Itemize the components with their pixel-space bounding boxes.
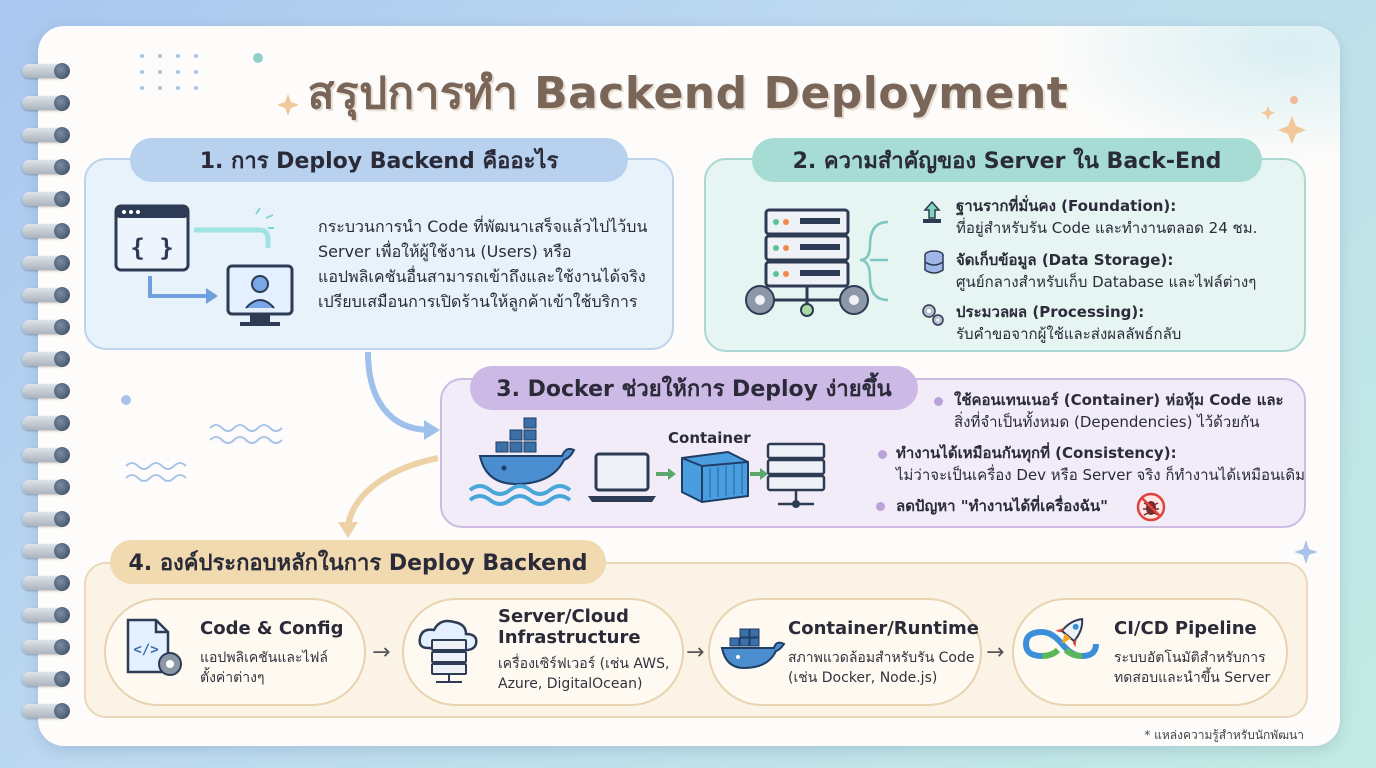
component-desc-line: Azure, DigitalOcean) xyxy=(498,676,643,692)
code-to-screen-illustration: { } xyxy=(114,204,294,326)
section-1-heading: 1. การ Deploy Backend คืออะไร xyxy=(130,138,628,182)
laptop-icon xyxy=(588,452,656,502)
section-4-heading: 4. องค์ประกอบหลักในการ Deploy Backend xyxy=(110,540,606,584)
description-line: กระบวนการนำ Code ที่พัฒนาเสร็จแล้วไปไว้บ… xyxy=(318,217,648,236)
component-desc-line: ทดสอบและนำขึ้น Server xyxy=(1114,670,1271,686)
server-item-title: ฐานรากที่มั่นคง (Foundation): xyxy=(956,197,1177,215)
container-label: Container xyxy=(668,429,751,447)
component-desc-line: (เช่น Docker, Node.js) xyxy=(788,670,938,686)
rocket-pipeline-icon xyxy=(1022,618,1099,660)
database-icon xyxy=(924,250,944,274)
component-desc: แอปพลิเคชันและไฟล์ ตั้งค่าต่างๆ xyxy=(200,648,328,688)
docker-bullet-desc: สิ่งที่จำเป็นทั้งหมด (Dependencies) ไว้ด… xyxy=(954,413,1260,431)
component-desc-line: สภาพแวดล้อมสำหรับรัน Code xyxy=(788,650,975,666)
flow-arrow-icon: → xyxy=(986,640,1005,665)
cloud-server-icon xyxy=(418,619,478,683)
server-item-title: จัดเก็บข้อมูล (Data Storage): xyxy=(956,251,1174,269)
docker-bullet-title: ลดปัญหา "ทำงานได้ที่เครื่องฉัน" xyxy=(896,497,1108,515)
docker-bullet-desc: ไม่ว่าจะเป็นเครื่อง Dev หรือ Server จริง… xyxy=(896,466,1305,484)
server-rack-icon xyxy=(745,208,889,317)
server-item-desc: ศูนย์กลางสำหรับเก็บ Database และไฟล์ต่าง… xyxy=(956,273,1257,291)
bullet-dot xyxy=(934,397,943,406)
component-title: Code & Config xyxy=(200,618,344,639)
docker-whale-icon xyxy=(468,417,576,506)
bullet-dot xyxy=(878,450,887,459)
code-file-icon: </> xyxy=(126,618,182,676)
component-desc-line: ตั้งค่าต่างๆ xyxy=(200,670,265,686)
component-title: Server/Cloud Infrastructure xyxy=(498,606,641,648)
footnote: * แหล่งความรู้สำหรับนักพัฒนา xyxy=(1144,728,1304,742)
component-title-line: Server/Cloud xyxy=(498,606,629,627)
server-icon xyxy=(766,442,826,506)
gears-icon xyxy=(922,304,944,326)
foundation-icon xyxy=(923,200,941,223)
docker-bullet-title: ทำงานได้เหมือนกันทุกที่ (Consistency): xyxy=(896,444,1177,462)
docker-bullet-title: ใช้คอนเทนเนอร์ (Container) ห่อหุ้ม Code … xyxy=(954,391,1284,409)
server-item-title: ประมวลผล (Processing): xyxy=(956,303,1145,321)
component-title-line: Infrastructure xyxy=(498,627,641,648)
component-desc: เครื่องเซิร์ฟเวอร์ (เช่น AWS, Azure, Dig… xyxy=(498,654,669,694)
page-title: สรุปการทำ Backend Deployment xyxy=(307,68,1069,119)
docker-whale-icon xyxy=(720,628,786,670)
docker-flow-illustration xyxy=(468,417,826,508)
component-desc-line: เครื่องเซิร์ฟเวอร์ (เช่น AWS, xyxy=(498,656,670,672)
component-desc-line: แอปพลิเคชันและไฟล์ xyxy=(200,650,329,666)
container-box-icon xyxy=(681,450,749,504)
no-bug-icon xyxy=(1136,492,1166,522)
description-line: Server เพื่อให้ผู้ใช้งาน (Users) หรือ xyxy=(318,242,572,261)
component-desc: ระบบอัตโนมัติสำหรับการ ทดสอบและนำขึ้น Se… xyxy=(1114,648,1270,688)
component-desc-line: ระบบอัตโนมัติสำหรับการ xyxy=(1114,650,1266,666)
code-braces-icon: { } xyxy=(130,234,173,262)
component-title: CI/CD Pipeline xyxy=(1114,618,1257,639)
flow-arrow-icon: → xyxy=(686,640,705,665)
section-3-heading: 3. Docker ช่วยให้การ Deploy ง่ายขึ้น xyxy=(470,366,918,410)
section-1-description: กระบวนการนำ Code ที่พัฒนาเสร็จแล้วไปไว้บ… xyxy=(318,214,647,314)
component-title: Container/Runtime xyxy=(788,618,980,639)
server-item-desc: รับคำขอจากผู้ใช้และส่งผลลัพธ์กลับ xyxy=(956,325,1182,343)
section-2-heading: 2. ความสำคัญของ Server ใน Back-End xyxy=(752,138,1262,182)
svg-text:</>: </> xyxy=(133,642,158,658)
description-line: แอปพลิเคชันอื่นสามารถเข้าถึงและใช้งานได้… xyxy=(318,267,646,286)
flow-arrow-icon: → xyxy=(372,640,391,665)
server-item-desc: ที่อยู่สำหรับรัน Code และทำงานตลอด 24 ชม… xyxy=(956,219,1258,237)
bullet-dot xyxy=(876,502,885,511)
description-line: เปรียบเสมือนการเปิดร้านให้ลูกค้าเข้าใช้บ… xyxy=(318,292,638,311)
component-desc: สภาพแวดล้อมสำหรับรัน Code (เช่น Docker, … xyxy=(788,648,974,688)
